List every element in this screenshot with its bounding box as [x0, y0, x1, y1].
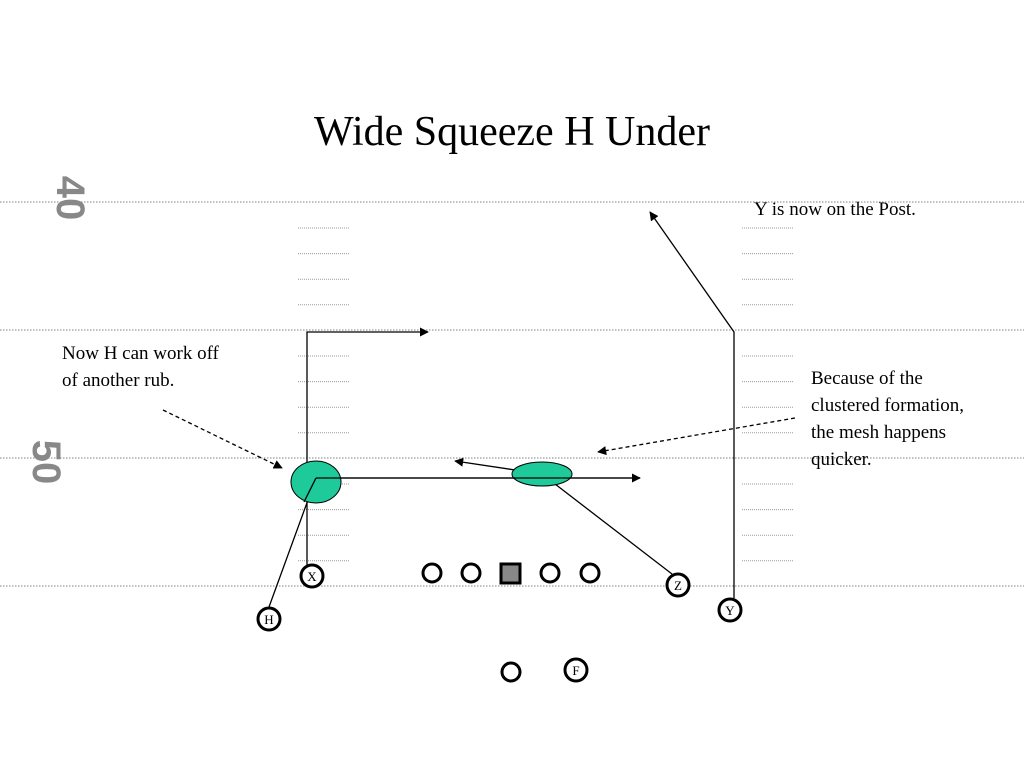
post-note: Y is now on the Post.: [754, 199, 916, 220]
svg-text:H: H: [264, 612, 273, 627]
routes: [162, 211, 796, 608]
rub-callout-arrow: [162, 409, 283, 469]
quarterback: [500, 661, 522, 683]
player-x: X: [299, 563, 325, 589]
lineman: [421, 562, 443, 584]
yard-lines: [0, 201, 1024, 587]
player-z: Z: [665, 572, 691, 598]
mesh-note: Because of the clustered formation, the …: [811, 368, 965, 470]
mesh-callout-arrow: [597, 417, 796, 456]
yard-number-50: 50: [24, 440, 68, 485]
rub-point-marker: [290, 460, 342, 504]
x-route: [306, 327, 429, 565]
player-h: H: [256, 606, 282, 632]
player-f: F: [563, 657, 589, 683]
svg-text:X: X: [307, 569, 317, 584]
offensive-line: [421, 562, 601, 683]
lineman: [579, 562, 601, 584]
lineman: [539, 562, 561, 584]
yard-number-40: 40: [48, 176, 92, 221]
hash-marks: [298, 227, 794, 562]
lineman: [460, 562, 482, 584]
mesh-point-marker: [511, 461, 573, 487]
rub-note: Now H can work off of another rub.: [62, 343, 219, 391]
slide-title: Wide Squeeze H Under: [314, 109, 710, 155]
player-y: Y: [717, 597, 743, 623]
svg-text:Y: Y: [725, 603, 735, 618]
center: [499, 562, 522, 585]
svg-text:F: F: [572, 663, 579, 678]
y-post-route: [649, 211, 735, 598]
svg-text:Z: Z: [674, 578, 682, 593]
